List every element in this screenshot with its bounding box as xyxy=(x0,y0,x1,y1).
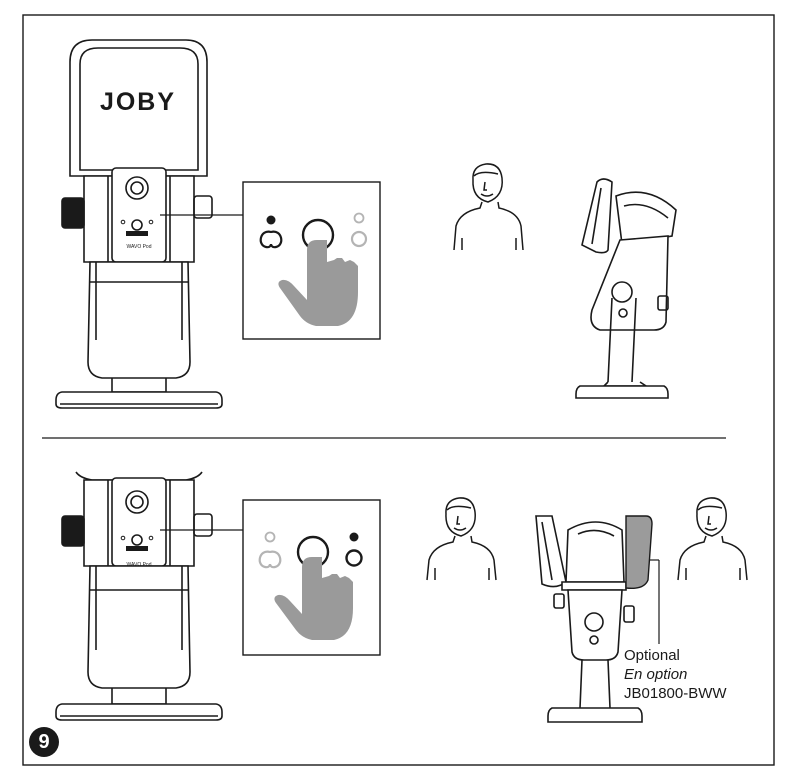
person-icon xyxy=(426,497,497,581)
mode-led xyxy=(120,219,126,225)
pointing-hand-icon xyxy=(278,240,358,326)
device-label: WAVO Pod xyxy=(126,562,151,568)
device-label: WAVO Pod xyxy=(126,244,151,250)
accessory-label: Optional En option JB01800-BWW xyxy=(624,646,774,703)
cardioid-pattern-icon xyxy=(258,531,282,569)
accessory-label-en: Optional xyxy=(624,647,680,664)
bottom-microphone-rear xyxy=(535,515,643,723)
cardioid-pattern-icon xyxy=(259,215,283,249)
joby-logo: JOBY xyxy=(100,88,176,116)
omni-pattern-icon xyxy=(345,532,363,567)
mode-label-strip xyxy=(126,231,148,236)
top-microphone-front xyxy=(55,39,223,409)
accessory-label-fr: En option xyxy=(624,666,688,683)
pointing-hand-icon xyxy=(274,557,353,640)
mode-led xyxy=(148,219,154,225)
omni-pattern-icon xyxy=(350,212,368,248)
step-number-badge: 9 xyxy=(29,727,59,757)
person-icon xyxy=(677,497,748,581)
accessory-part-number: JB01800-BWW xyxy=(624,685,727,702)
mode-led xyxy=(120,535,126,541)
optional-windscreen xyxy=(625,515,653,590)
page-frame xyxy=(22,14,775,766)
bottom-microphone-front xyxy=(55,471,223,721)
mode-led xyxy=(148,535,154,541)
mode-label-strip xyxy=(126,546,148,551)
top-microphone-side xyxy=(575,178,677,399)
person-icon xyxy=(453,163,524,251)
